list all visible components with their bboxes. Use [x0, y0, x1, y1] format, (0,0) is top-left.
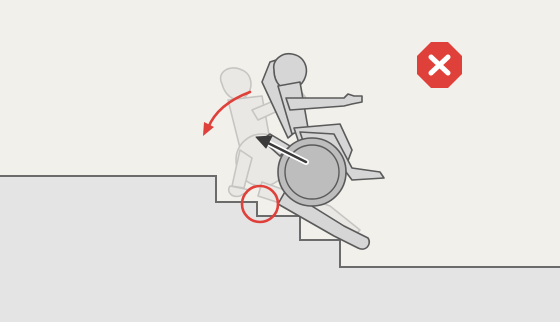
wheelchair-stairs-warning-diagram [0, 0, 560, 322]
